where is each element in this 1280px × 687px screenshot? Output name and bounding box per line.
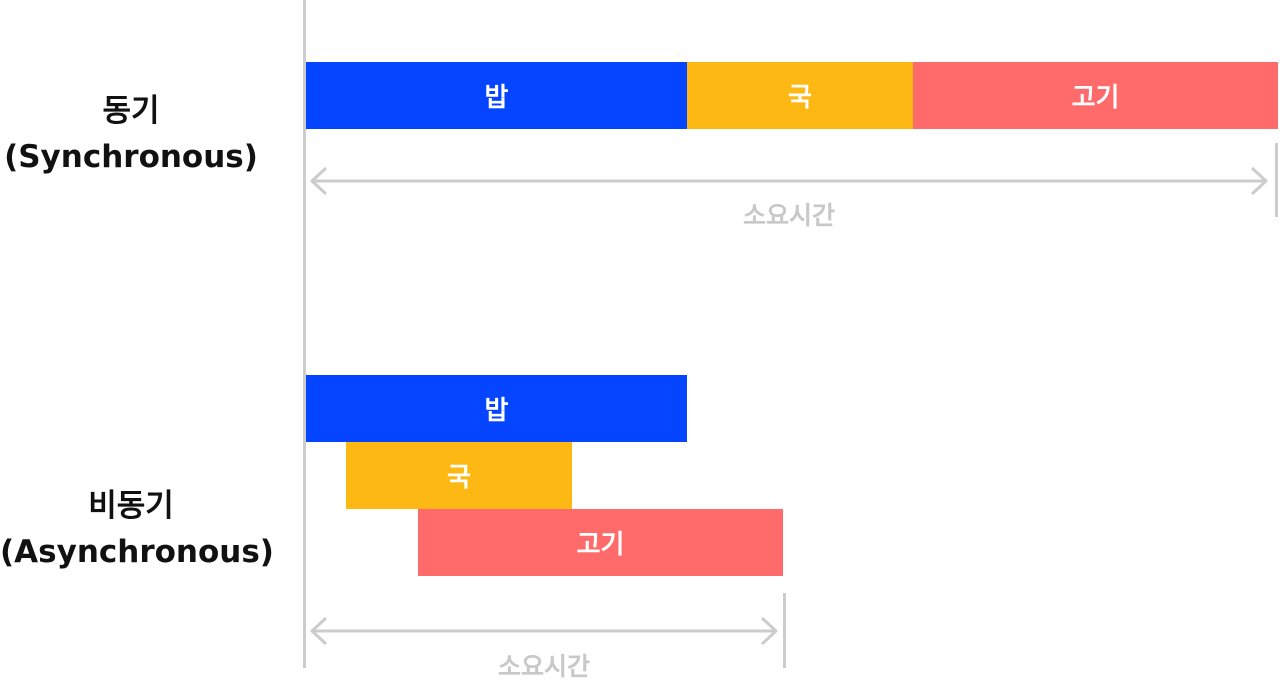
sync-task-meat-label: 고기 <box>1071 83 1120 113</box>
sync-task-rice-label: 밥 <box>484 83 509 113</box>
sync-subtitle: (Synchronous) <box>4 139 258 175</box>
async-duration-label: 소요시간 <box>497 652 590 681</box>
timeline-start-axis <box>303 0 306 668</box>
async-task-meat-bar: 고기 <box>418 509 783 576</box>
async-task-meat-label: 고기 <box>576 530 625 560</box>
sync-task-soup-label: 국 <box>788 83 812 113</box>
sync-task-soup-bar: 국 <box>687 62 913 129</box>
async-task-rice-bar: 밥 <box>306 375 687 442</box>
async-end-tick <box>783 593 786 668</box>
async-row-label: 비동기 (Asynchronous) <box>0 483 274 575</box>
sync-duration-arrow <box>310 166 1268 196</box>
sync-end-tick <box>1275 143 1278 217</box>
async-task-soup-bar: 국 <box>346 442 572 509</box>
async-subtitle: (Asynchronous) <box>0 534 274 570</box>
async-task-rice-label: 밥 <box>484 396 509 426</box>
async-task-soup-label: 국 <box>447 463 471 493</box>
sync-row-label: 동기 (Synchronous) <box>0 88 262 180</box>
sync-task-rice-bar: 밥 <box>306 62 687 129</box>
sync-task-meat-bar: 고기 <box>913 62 1278 129</box>
async-duration-arrow <box>310 616 778 646</box>
sync-title: 동기 <box>102 93 160 129</box>
async-title: 비동기 <box>88 488 174 524</box>
sync-duration-label: 소요시간 <box>742 201 835 230</box>
